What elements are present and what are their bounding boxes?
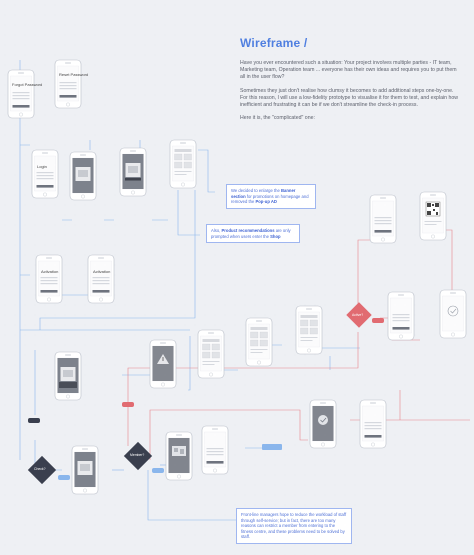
flow-tag-blue-3 [262, 444, 282, 450]
decision-red-large: Active? [346, 302, 372, 328]
phone-activation-2 [87, 254, 115, 304]
phone-locker [71, 445, 99, 495]
intro-paragraph-3: Here it is, the "complicated" one: [240, 115, 315, 122]
phone-gym-info [197, 329, 225, 379]
phone-success [439, 289, 467, 339]
activation2-title: Activation [93, 269, 110, 274]
phone-reset-password [54, 59, 82, 109]
flow-tag-blue-2 [152, 468, 164, 473]
banner-note-bold-1: Banner section [231, 188, 296, 199]
phone-warning [149, 339, 177, 389]
phone-login [31, 149, 59, 199]
product-note-bold-1: Product recommendations [221, 228, 275, 233]
activation-title: Activation [41, 269, 58, 274]
intro-text-block: Wireframe / Have you ever encountered su… [240, 36, 460, 128]
banner-note: We decided to enlarge the Banner section… [226, 184, 316, 209]
phone-staff [359, 399, 387, 449]
phone-home [169, 139, 197, 189]
svg-text:Member?: Member? [130, 453, 144, 457]
phone-booking [387, 291, 415, 341]
phone-popup [119, 147, 147, 197]
staff-note: Front-line managers hope to reduce the w… [236, 508, 352, 544]
phone-blocked [54, 351, 82, 401]
svg-text:Active?: Active? [352, 313, 363, 317]
phone-shop [245, 317, 273, 367]
intro-paragraph-2: Sometimes they just don't realise how cl… [240, 87, 458, 109]
phone-qr [419, 191, 447, 241]
phone-product [295, 305, 323, 355]
banner-note-bold-2: Pop-up AD [255, 199, 277, 205]
svg-text:Check?: Check? [34, 467, 46, 471]
flow-tag-blue-1 [58, 475, 70, 480]
phone-splash [69, 151, 97, 201]
product-note-bold-2: Shop [270, 233, 281, 239]
banner-note-text-2: for promotions on homepage and removed t… [231, 193, 309, 205]
phone-confirm [309, 399, 337, 449]
product-note-text-1: Also, [211, 228, 222, 233]
intro-paragraph-1: Have you ever encountered such a situati… [240, 60, 457, 81]
flow-tag-dark [28, 418, 40, 423]
flow-tag-red-2 [372, 318, 384, 323]
forgot-password-title: Forgot Password [12, 82, 42, 87]
login-title: Login [37, 164, 47, 169]
phone-checkin [369, 194, 397, 244]
phone-facility [165, 431, 193, 481]
product-note-text-2: are only prompted when users enter the [211, 228, 291, 239]
phone-forgot-password [7, 69, 35, 119]
phone-terms [201, 425, 229, 475]
flow-tag-red-1 [122, 402, 134, 407]
phone-activation [35, 254, 63, 304]
banner-note-text-1: We decided to enlarge the [231, 188, 281, 193]
page-title: Wireframe / [240, 36, 308, 50]
reset-password-title: Reset Password [59, 72, 88, 77]
product-note: Also, Product recommendations are only p… [206, 224, 300, 244]
